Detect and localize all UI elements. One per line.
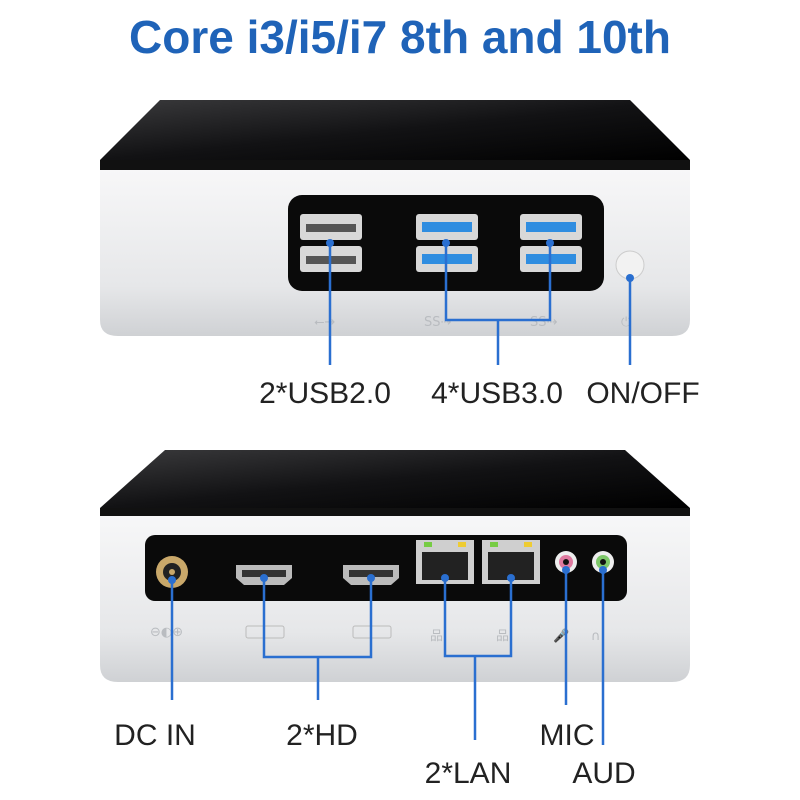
headphone-icon: ∩ [591, 629, 601, 644]
product-title: Core i3/i5/i7 8th and 10th [129, 11, 671, 63]
lan-icon: 品 [430, 629, 443, 644]
front-device: ⭠→ SS⇢ SS⇢ ⏻ 2*USB2.0 4*USB3.0 ON/OFF [100, 100, 700, 410]
ss-usb-icon: SS⇢ [424, 315, 452, 330]
ss-usb-icon: SS⇢ [530, 315, 558, 330]
dc-icon: ⊖◐⊕ [150, 625, 183, 640]
audio-jacks [555, 551, 614, 573]
usb3-label: 4*USB3.0 [431, 377, 563, 410]
audio-label: AUD [572, 757, 635, 790]
mic-label: MIC [540, 719, 595, 752]
lan-label: 2*LAN [425, 757, 512, 790]
rear-device: ⊖◐⊕ 品 品 🎤 ∩ DC IN 2*HD MIC 2*LAN AUD [100, 450, 690, 790]
dc-in-port [156, 556, 188, 588]
usb2-label: 2*USB2.0 [259, 377, 391, 410]
hdmi-label: 2*HD [286, 719, 358, 752]
power-icon: ⏻ [621, 315, 631, 330]
usb-icon: ⭠→ [314, 315, 335, 330]
lan-icon: 品 [496, 629, 509, 644]
dc-in-label: DC IN [114, 719, 196, 752]
power-label: ON/OFF [586, 377, 699, 410]
